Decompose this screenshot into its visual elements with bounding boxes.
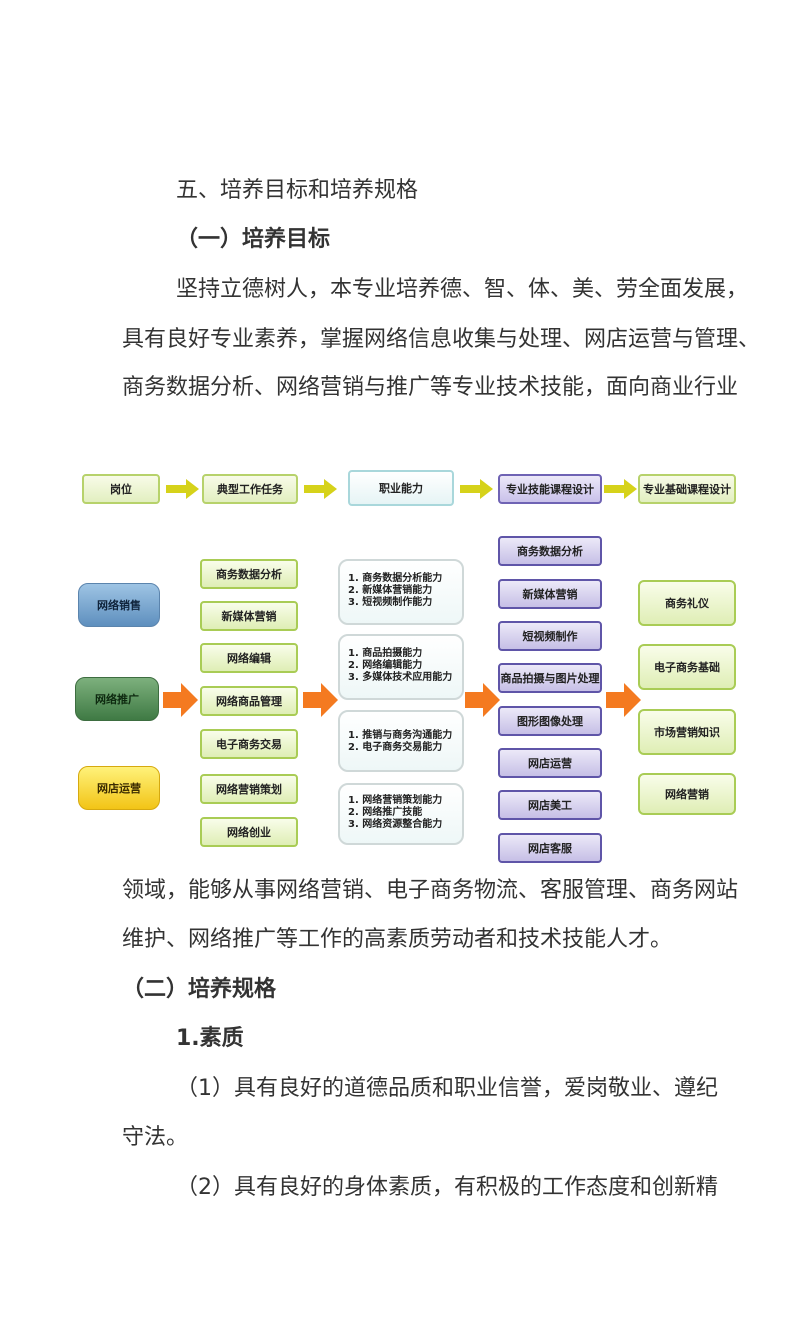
diagram-header-tasks: 典型工作任务 <box>202 474 298 504</box>
flow-arrow-3 <box>465 683 500 717</box>
skill-course-item: 短视频制作 <box>498 621 602 651</box>
ability-line: 3. 多媒体技术应用能力 <box>348 672 453 683</box>
paragraph-line: （2）具有良好的身体素质，有积极的工作态度和创新精 <box>176 1175 718 1200</box>
diagram-header-skill-courses: 专业技能课程设计 <box>498 474 602 504</box>
diagram-header-base-courses: 专业基础课程设计 <box>638 474 736 504</box>
base-course-item: 市场营销知识 <box>638 709 736 755</box>
ability-line: 1. 商务数据分析能力 <box>348 573 443 584</box>
skill-course-item: 图形图像处理 <box>498 706 602 736</box>
skill-course-item: 商务数据分析 <box>498 536 602 566</box>
diagram-header-job: 岗位 <box>82 474 160 504</box>
task-item: 网络商品管理 <box>200 686 298 716</box>
paragraph-line: 守法。 <box>122 1125 189 1150</box>
ability-line: 1. 网络营销策划能力 <box>348 795 443 806</box>
paragraph-line: 坚持立德树人，本专业培养德、智、体、美、劳全面发展， <box>176 277 749 302</box>
ability-group: 1. 推销与商务沟通能力 2. 电子商务交易能力 <box>338 710 464 772</box>
ability-line: 2. 网络推广技能 <box>348 807 423 818</box>
flow-arrow-1 <box>163 683 198 717</box>
ability-line: 2. 电子商务交易能力 <box>348 742 443 753</box>
skill-course-item: 新媒体营销 <box>498 579 602 609</box>
header-arrow-3 <box>460 479 493 499</box>
ability-group: 1. 网络营销策划能力 2. 网络推广技能 3. 网络资源整合能力 <box>338 783 464 845</box>
task-item: 电子商务交易 <box>200 729 298 759</box>
job-store-operation: 网店运营 <box>78 766 160 810</box>
skill-course-item: 网店客服 <box>498 833 602 863</box>
task-item: 网络编辑 <box>200 643 298 673</box>
paragraph-line: 领域，能够从事网络营销、电子商务物流、客服管理、商务网站 <box>122 878 739 903</box>
section-heading: 五、培养目标和培养规格 <box>176 178 419 203</box>
skill-course-item: 商品拍摄与图片处理 <box>498 663 602 693</box>
header-arrow-4 <box>604 479 637 499</box>
task-item: 网络创业 <box>200 817 298 847</box>
base-course-item: 网络营销 <box>638 773 736 815</box>
paragraph-line: 商务数据分析、网络营销与推广等专业技术技能，面向商业行业 <box>122 375 739 400</box>
ability-line: 2. 新媒体营销能力 <box>348 585 433 596</box>
task-item: 网络营销策划 <box>200 774 298 804</box>
ability-line: 1. 商品拍摄能力 <box>348 648 423 659</box>
ability-group: 1. 商务数据分析能力 2. 新媒体营销能力 3. 短视频制作能力 <box>338 559 464 625</box>
flow-arrow-4 <box>606 683 641 717</box>
ability-line: 1. 推销与商务沟通能力 <box>348 730 453 741</box>
skill-course-item: 网店美工 <box>498 790 602 820</box>
ability-line: 2. 网络编辑能力 <box>348 660 423 671</box>
ability-group: 1. 商品拍摄能力 2. 网络编辑能力 3. 多媒体技术应用能力 <box>338 634 464 700</box>
paragraph-line: 具有良好专业素养，掌握网络信息收集与处理、网店运营与管理、 <box>122 327 761 352</box>
header-arrow-1 <box>166 479 199 499</box>
ability-line: 3. 网络资源整合能力 <box>348 819 443 830</box>
subsection-heading-goal: （一）培养目标 <box>176 227 331 252</box>
paragraph-line: （1）具有良好的道德品质和职业信誉，爱岗敬业、遵纪 <box>176 1076 718 1101</box>
base-course-item: 商务礼仪 <box>638 580 736 626</box>
task-item: 商务数据分析 <box>200 559 298 589</box>
job-network-sales: 网络销售 <box>78 583 160 627</box>
diagram-header-ability: 职业能力 <box>348 470 454 506</box>
job-network-promotion: 网络推广 <box>75 677 159 721</box>
base-course-item: 电子商务基础 <box>638 644 736 690</box>
task-item: 新媒体营销 <box>200 601 298 631</box>
header-arrow-2 <box>304 479 337 499</box>
paragraph-line: 维护、网络推广等工作的高素质劳动者和技术技能人才。 <box>122 927 673 952</box>
skill-course-item: 网店运营 <box>498 748 602 778</box>
flow-arrow-2 <box>303 683 338 717</box>
ability-line: 3. 短视频制作能力 <box>348 597 433 608</box>
subsection-heading-spec: （二）培养规格 <box>122 977 277 1002</box>
subsection-heading-quality: 1.素质 <box>176 1026 244 1051</box>
